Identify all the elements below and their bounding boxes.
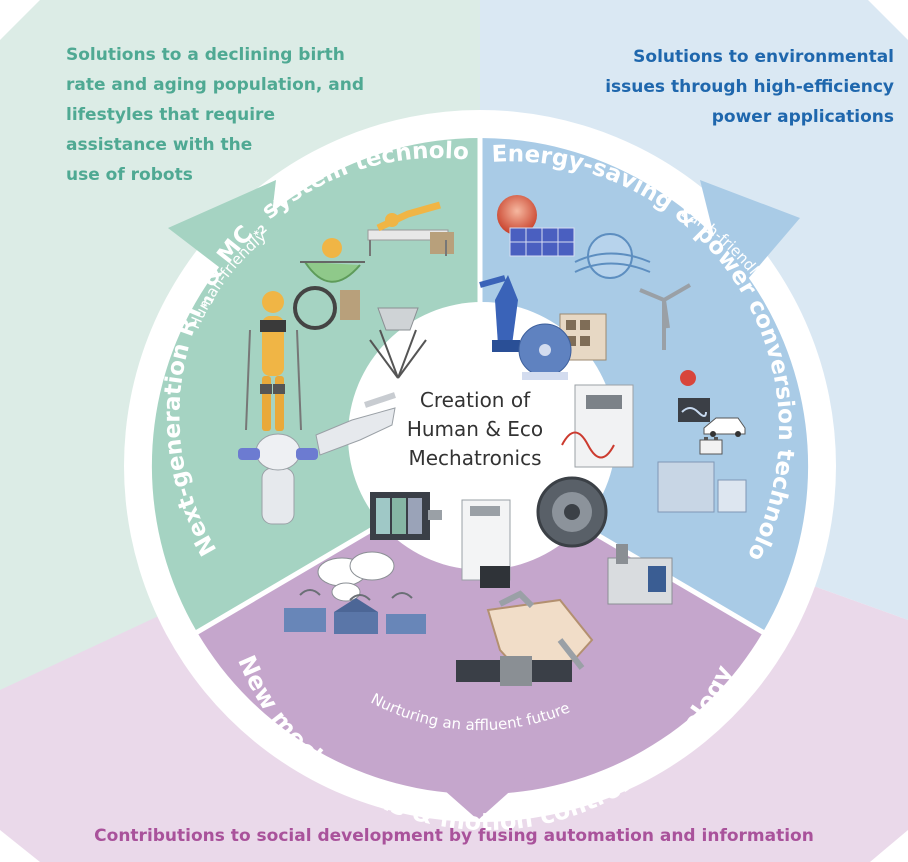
- cloud-network-icon: [299, 551, 413, 602]
- care-bed-icon: [367, 201, 454, 256]
- center-title-line: Mechatronics: [408, 446, 542, 470]
- red-node-icon: [680, 370, 696, 386]
- left-solution-line: assistance with the: [66, 135, 253, 155]
- right-solution-line: power applications: [711, 107, 894, 127]
- left-solution-line: lifestyles that require: [66, 105, 275, 125]
- wheelchair-icon: [293, 238, 365, 330]
- left-arrow-head: [168, 180, 276, 300]
- fan-wheel-icon: [518, 323, 572, 380]
- left-note-1: *1: [200, 294, 218, 312]
- right-arrow-head: [700, 180, 800, 300]
- center-title-line: Creation of: [419, 388, 531, 412]
- power-unit-icon: [657, 461, 747, 513]
- inverter-icon: [561, 384, 634, 468]
- industrial-robot-arm-icon: [479, 275, 520, 352]
- left-solution-line: rate and aging population, and: [66, 75, 365, 95]
- left-solution-text: Solutions to a declining birth rate and …: [66, 40, 366, 190]
- factory-icon: [284, 598, 426, 634]
- bottom-contribution-text: Contributions to social development by f…: [94, 826, 814, 846]
- bottom-arrow-head: [410, 760, 545, 820]
- left-solution-line: use of robots: [66, 165, 193, 185]
- gear-reducer-icon: [536, 476, 608, 548]
- wind-turbine-icon: [574, 233, 691, 350]
- servo-drive-icon: [461, 499, 511, 588]
- robot-hand-icon: [315, 392, 396, 456]
- center-title: Creation of Human & Eco Mechatronics: [380, 386, 570, 473]
- exoskeleton-robot-icon: [245, 291, 302, 431]
- dual-arm-robot-icon: [238, 433, 318, 525]
- linear-motion-stage-icon: [456, 590, 594, 686]
- solar-panel-icon: [497, 195, 575, 257]
- left-solution-line: Solutions to a declining birth: [66, 45, 345, 65]
- parallel-link-robot-icon: [369, 307, 427, 379]
- servo-motor-icon: [370, 492, 442, 540]
- center-title-line: Human & Eco: [406, 417, 544, 441]
- right-solution-line: Solutions to environmental: [633, 47, 894, 67]
- right-solution-text: Solutions to environmental issues throug…: [564, 42, 894, 132]
- machine-tool-icon: [607, 544, 673, 605]
- right-solution-line: issues through high-efficiency: [605, 77, 894, 97]
- electric-car-icon: [678, 398, 746, 437]
- bottom-segment: [197, 466, 763, 795]
- battery-icon: [699, 437, 723, 455]
